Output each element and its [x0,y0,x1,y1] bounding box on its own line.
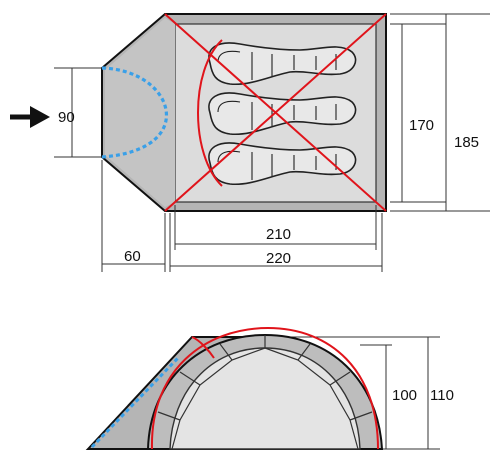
pole-side-front [191,336,215,359]
pole-side-arc [150,326,379,450]
dimension-lines [54,13,490,450]
arrow-right-icon [10,106,50,128]
door-zip-top [101,66,168,159]
pole-diagonal-2 [164,13,387,212]
outer-width-label: 185 [454,134,479,151]
door-width-label: 90 [58,109,75,126]
inner-width-label: 170 [409,117,434,134]
outer-height-label: 110 [430,387,454,404]
outer-length-label: 220 [266,250,291,267]
tent-poles-side [150,326,379,450]
vestibule-depth-label: 60 [124,248,141,265]
inner-height-label: 100 [392,387,417,404]
sleeping-bag-group [208,42,357,186]
vestibule-panel [105,18,175,207]
sleeping-bag-icon [208,42,357,86]
floor-plan [10,13,387,212]
tent-poles-top [164,13,387,212]
sleeping-bag-icon [208,142,357,186]
inner-length-label: 210 [266,226,291,243]
side-view [85,326,384,450]
pole-arc [197,39,223,187]
dimension-labels: 90 60 210 220 170 185 100 110 [58,109,479,404]
dome-panel-seams [157,335,373,450]
